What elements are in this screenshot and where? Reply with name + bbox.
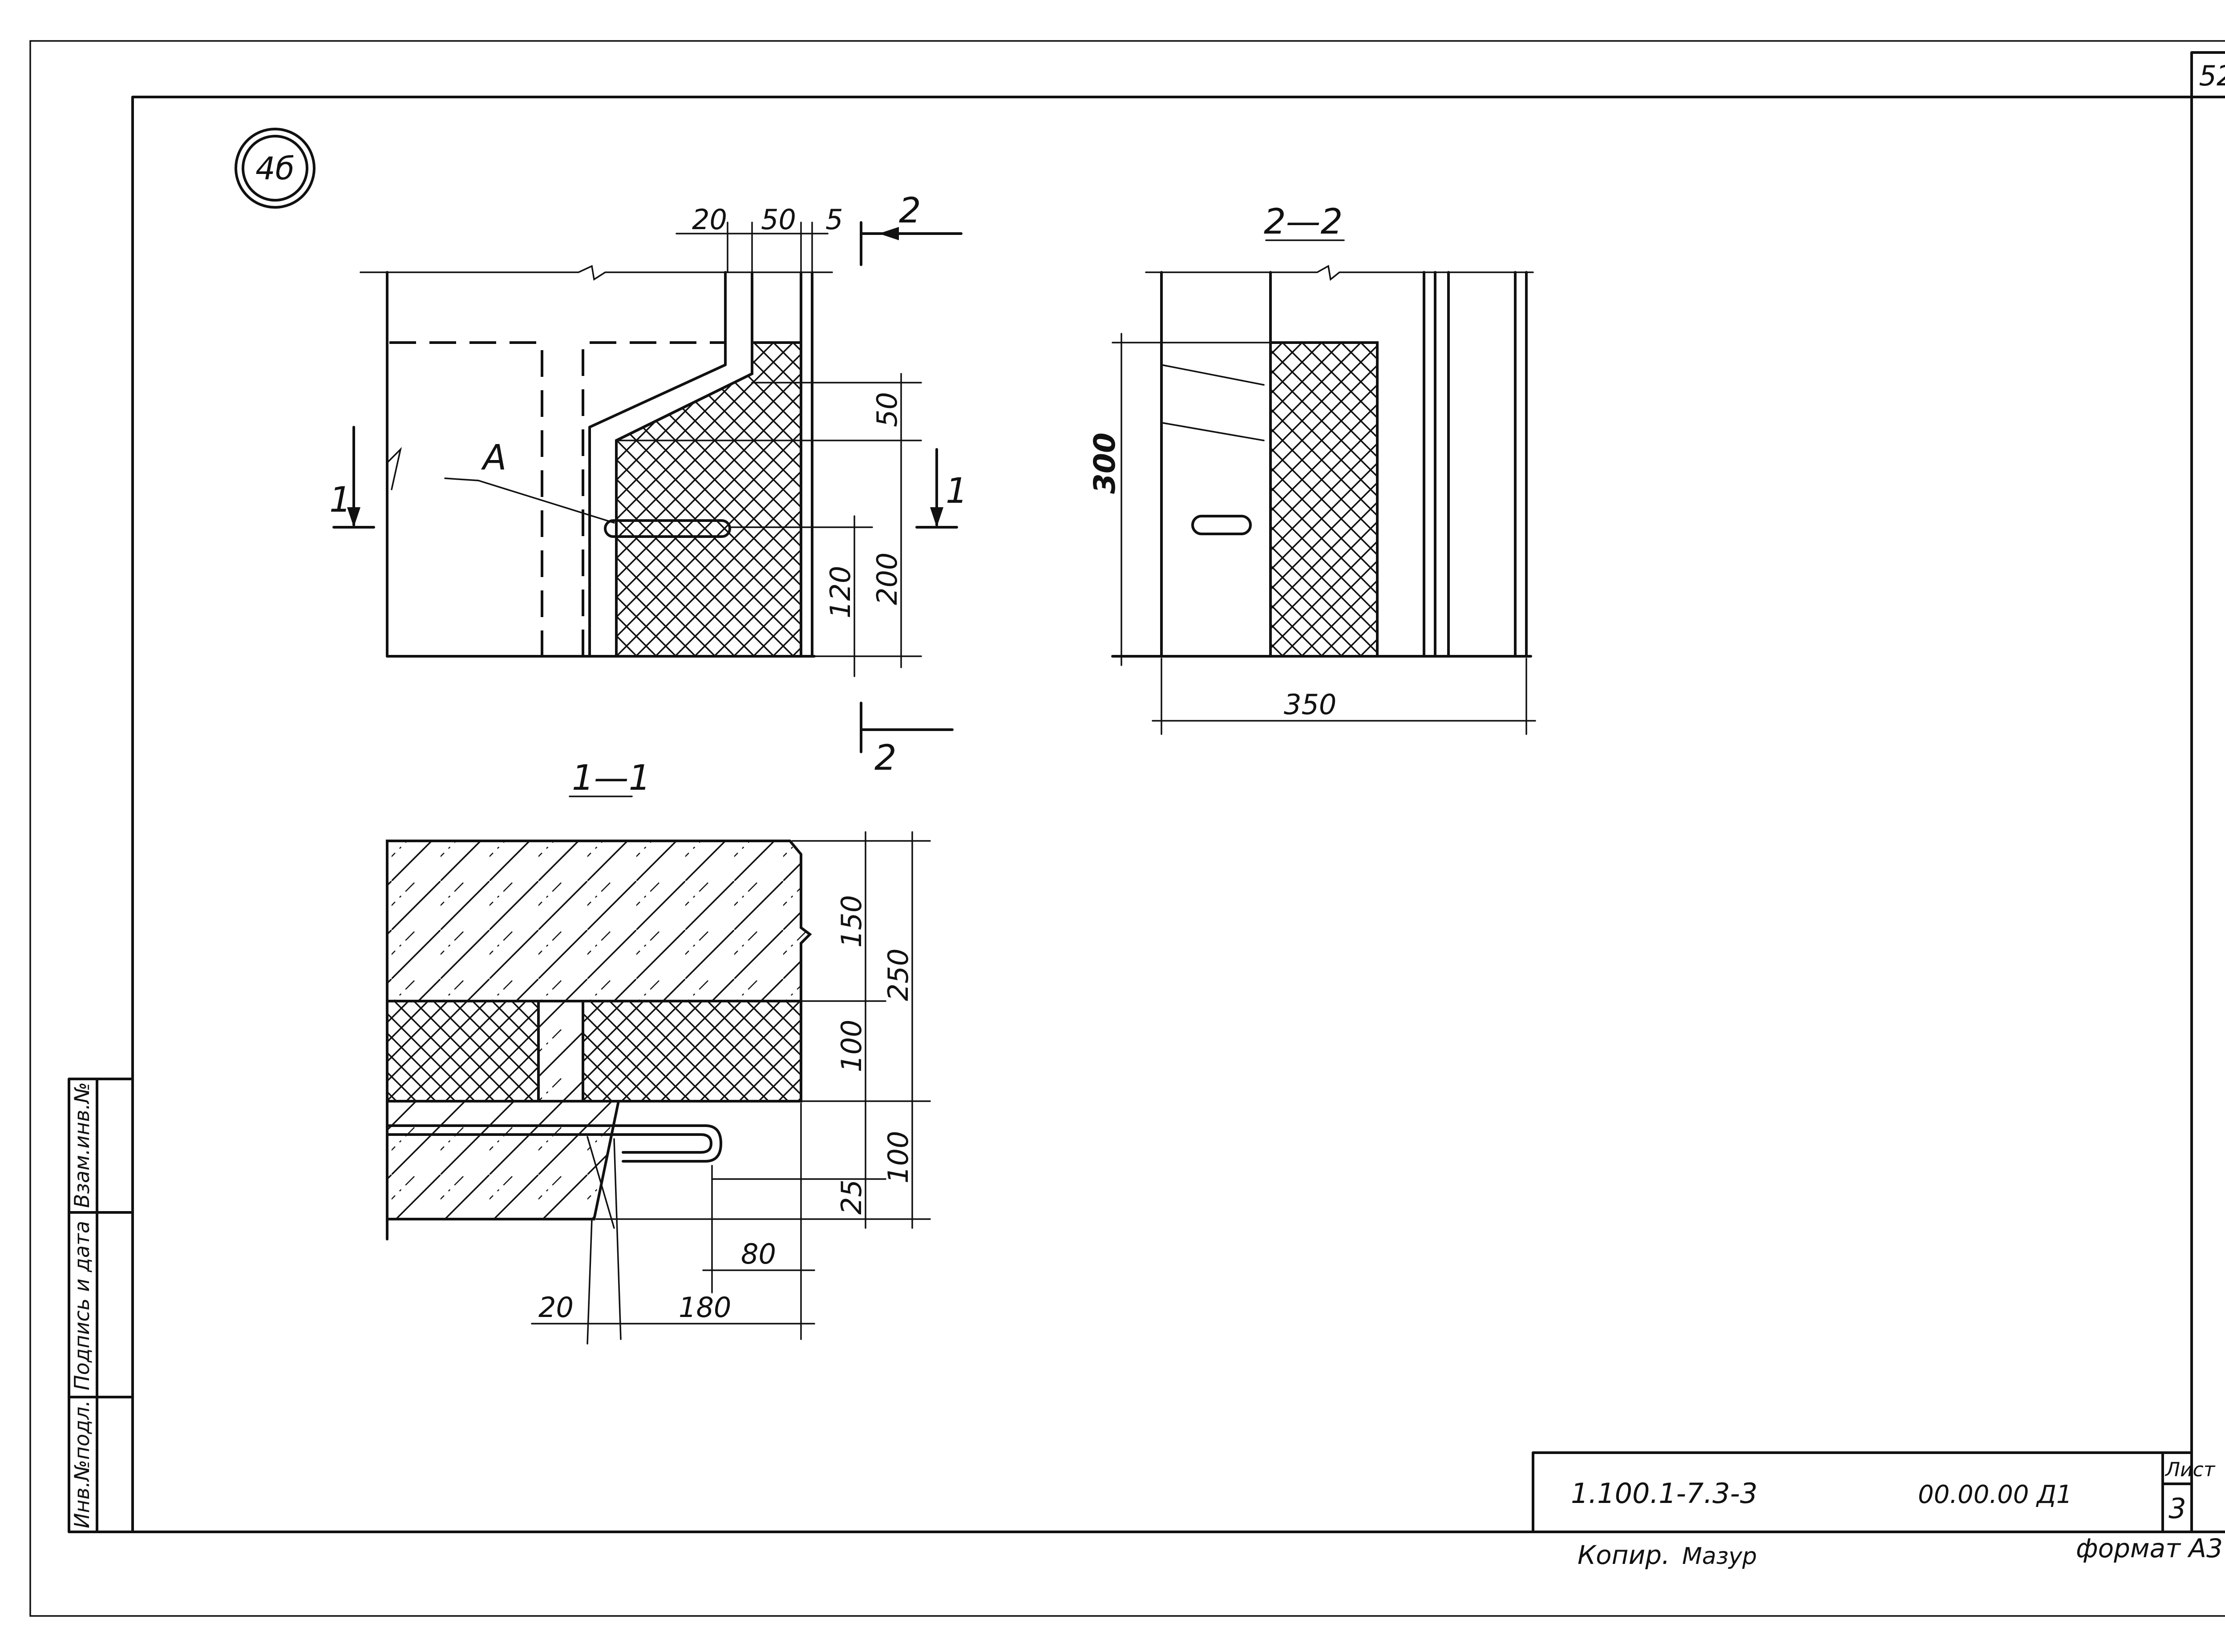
elev-dim-20: 20 — [692, 203, 727, 236]
s11-dim-80: 80 — [741, 1238, 776, 1270]
page-number-box: 52 — [2190, 51, 2225, 98]
s11-dim-180: 180 — [679, 1291, 731, 1324]
elev-dim-50-r: 50 — [871, 392, 903, 427]
section-1-1: 1—1 150 250 100 100 25 80 — [386, 758, 931, 1345]
doc-code: 1.100.1-7.3-3 — [1571, 1477, 1757, 1510]
elev-dim-5: 5 — [825, 203, 843, 236]
section-2-2-title: 2—2 — [1264, 202, 1343, 242]
sheet-label: Лист — [2164, 1458, 2216, 1481]
format-label: формат А3 — [2076, 1533, 2223, 1563]
elevation-view: A 20 50 5 50 120 200 1 1 2 2 — [329, 191, 968, 778]
section-1-left: 1 — [329, 480, 352, 520]
page-number: 52 — [2199, 60, 2225, 92]
s22-dim-300: 300 — [1088, 432, 1122, 494]
detail-mark: 4б — [235, 128, 316, 209]
detail-mark-text: 4б — [255, 150, 295, 187]
section-2-top: 2 — [899, 191, 921, 231]
s11-dim-250: 250 — [882, 949, 914, 1001]
s11-dim-100a: 100 — [835, 1020, 868, 1072]
s22-dim-350: 350 — [1284, 688, 1336, 721]
stamp-inv-no-orig: Инв.№подл. — [70, 1400, 94, 1528]
s11-dim-150: 150 — [835, 895, 868, 948]
callout-a: A — [481, 438, 506, 478]
s11-dim-25: 25 — [835, 1179, 868, 1215]
copied-signature: Мазур — [1682, 1543, 1757, 1570]
title-block: 1.100.1-7.3-3 00.00.00 Д1 Лист 3 — [1532, 1451, 2216, 1533]
sheet-number: 3 — [2168, 1492, 2186, 1525]
section-2-bottom: 2 — [874, 738, 897, 778]
copied-label: Копир. — [1578, 1540, 1670, 1570]
s11-dim-100b: 100 — [882, 1131, 914, 1183]
section-1-right: 1 — [946, 471, 968, 511]
section-1-1-title: 1—1 — [572, 758, 651, 798]
elev-dim-200: 200 — [871, 553, 903, 605]
stamp-replacement-inv: Взам.инв.№ — [70, 1082, 94, 1208]
elev-dim-120: 120 — [824, 566, 857, 618]
section-2-2: 2—2 300 350 — [1088, 202, 1536, 735]
s11-dim-20: 20 — [538, 1291, 574, 1324]
side-stamp: Взам.инв.№ Подпись и дата Инв.№подл. — [68, 1078, 134, 1533]
elev-dim-50: 50 — [761, 203, 796, 236]
sheet-frame — [29, 40, 2225, 1617]
drawing-code: 00.00.00 Д1 — [1918, 1480, 2072, 1509]
stamp-signature-date: Подпись и дата — [70, 1221, 94, 1390]
